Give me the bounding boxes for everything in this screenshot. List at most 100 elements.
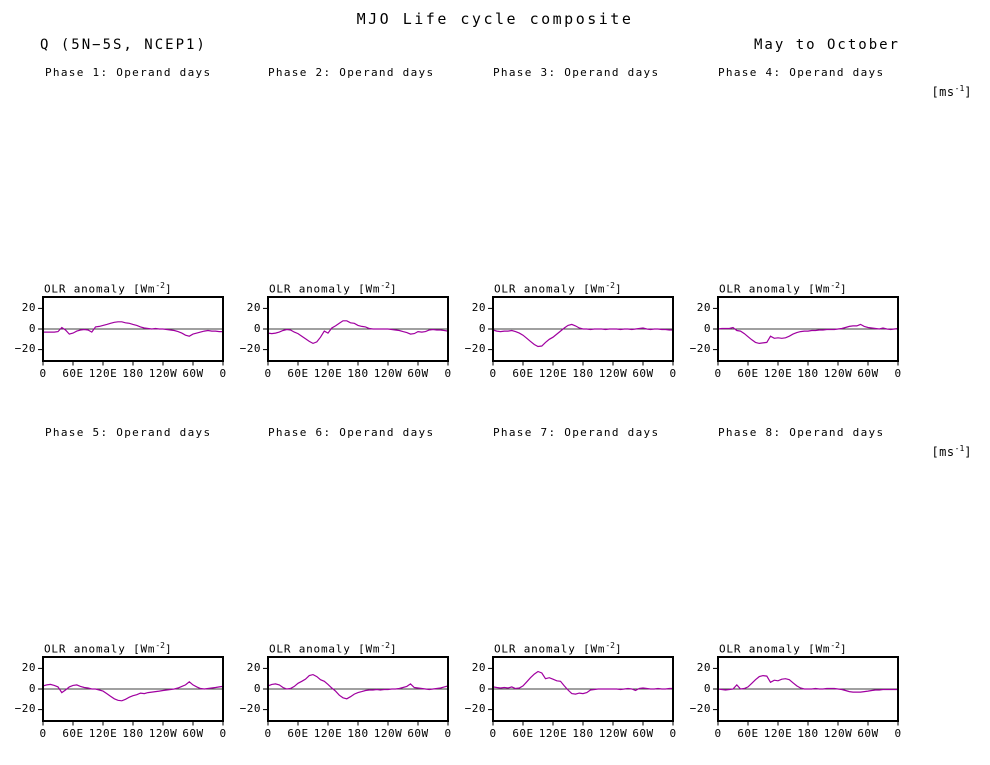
phase-5-panel: OLR anomaly [Wm-2] 20 0 −20 0 60E 120E 1…: [8, 641, 240, 743]
phase-5-label: Phase 5: Operand days: [45, 426, 212, 439]
olr-anomaly-line: [267, 673, 449, 700]
olr-anomaly-chart: [713, 656, 899, 726]
olr-anomaly-line: [717, 323, 899, 345]
x-tick-label-0: 0: [264, 727, 272, 740]
superscript-exponent: -1: [954, 444, 965, 453]
x-tick-label-360: 0: [444, 367, 452, 380]
olr-anomaly-chart: [488, 296, 674, 366]
olr-anomaly-chart: [263, 656, 449, 726]
plot-border: [717, 656, 899, 722]
phase-8-panel: OLR anomaly [Wm-2] 20 0 −20 0 60E 120E 1…: [683, 641, 915, 743]
panel-title: OLR anomaly [Wm-2]: [44, 641, 173, 656]
superscript-exponent: -2: [380, 281, 390, 290]
panel-title: OLR anomaly [Wm-2]: [269, 281, 398, 296]
superscript-exponent: -2: [830, 641, 840, 650]
x-tick-label-0: 0: [39, 367, 47, 380]
superscript-exponent: -2: [155, 281, 165, 290]
x-tick-label-120e: 120E: [313, 367, 343, 380]
y-tick-label-0: 0: [478, 322, 486, 335]
x-tick-label-0: 0: [489, 727, 497, 740]
phase-3-panel: OLR anomaly [Wm-2] 20 0 −20 0 60E 120E 1…: [458, 281, 690, 383]
y-tick-label-0: 0: [28, 322, 36, 335]
x-tick-label-60e: 60E: [62, 367, 84, 380]
panel-title: OLR anomaly [Wm-2]: [44, 281, 173, 296]
y-tick-label-0: 0: [28, 682, 36, 695]
phase-6-panel: OLR anomaly [Wm-2] 20 0 −20 0 60E 120E 1…: [233, 641, 465, 743]
y-tick-label-minus20: −20: [689, 342, 711, 355]
olr-anomaly-line: [492, 323, 673, 348]
superscript-exponent: -2: [605, 641, 615, 650]
plot-border: [42, 656, 224, 722]
phase-7-label: Phase 7: Operand days: [493, 426, 660, 439]
phase-4-panel: OLR anomaly [Wm-2] 20 0 −20 0 60E 120E 1…: [683, 281, 915, 383]
x-tick-label-360: 0: [894, 727, 902, 740]
y-tick-label-minus20: −20: [14, 342, 36, 355]
x-tick-label-120w: 120W: [148, 367, 178, 380]
x-tick-label-120w: 120W: [823, 727, 853, 740]
y-tick-label-0: 0: [703, 682, 711, 695]
x-tick-label-120e: 120E: [763, 367, 793, 380]
x-tick-label-60e: 60E: [62, 727, 84, 740]
x-tick-label-0: 0: [714, 727, 722, 740]
y-tick-label-0: 0: [253, 682, 261, 695]
plot-border: [267, 656, 449, 722]
x-tick-label-60e: 60E: [512, 727, 534, 740]
olr-anomaly-line: [717, 674, 898, 693]
x-tick-label-60w: 60W: [857, 727, 879, 740]
y-tick-label-0: 0: [703, 322, 711, 335]
x-tick-label-180: 180: [347, 727, 369, 740]
superscript-exponent: -1: [954, 84, 965, 93]
x-tick-label-60e: 60E: [737, 367, 759, 380]
panel-title: OLR anomaly [Wm-2]: [494, 641, 623, 656]
units-label-row1: [ms-1]: [931, 84, 972, 99]
y-tick-label-20: 20: [246, 661, 261, 674]
plot-border: [492, 656, 674, 722]
x-tick-label-180: 180: [797, 367, 819, 380]
x-tick-label-360: 0: [219, 367, 227, 380]
x-tick-label-180: 180: [572, 367, 594, 380]
superscript-exponent: -2: [380, 641, 390, 650]
variable-subtitle: Q (5N−5S, NCEP1): [40, 37, 207, 53]
x-tick-label-120w: 120W: [598, 367, 628, 380]
y-tick-label-20: 20: [21, 661, 36, 674]
phase-8-label: Phase 8: Operand days: [718, 426, 885, 439]
x-tick-label-180: 180: [122, 727, 144, 740]
x-tick-label-120w: 120W: [373, 367, 403, 380]
phase-6-label: Phase 6: Operand days: [268, 426, 435, 439]
x-tick-label-120w: 120W: [373, 727, 403, 740]
y-tick-label-minus20: −20: [464, 702, 486, 715]
units-label-row2: [ms-1]: [931, 444, 972, 459]
x-tick-label-60w: 60W: [182, 367, 204, 380]
panel-title: OLR anomaly [Wm-2]: [719, 641, 848, 656]
x-tick-label-0: 0: [264, 367, 272, 380]
olr-anomaly-line: [43, 321, 223, 337]
superscript-exponent: -2: [155, 641, 165, 650]
y-tick-label-minus20: −20: [464, 342, 486, 355]
panel-title: OLR anomaly [Wm-2]: [269, 641, 398, 656]
x-tick-label-120w: 120W: [823, 367, 853, 380]
x-tick-label-360: 0: [444, 727, 452, 740]
y-tick-label-minus20: −20: [14, 702, 36, 715]
y-tick-label-minus20: −20: [239, 702, 261, 715]
y-tick-label-minus20: −20: [239, 342, 261, 355]
phase-2-label: Phase 2: Operand days: [268, 66, 435, 79]
plot-border: [267, 296, 449, 362]
x-tick-label-0: 0: [714, 367, 722, 380]
x-tick-label-60w: 60W: [857, 367, 879, 380]
x-tick-label-180: 180: [572, 727, 594, 740]
x-tick-label-60e: 60E: [512, 367, 534, 380]
superscript-exponent: -2: [830, 281, 840, 290]
superscript-exponent: -2: [605, 281, 615, 290]
y-tick-label-20: 20: [471, 661, 486, 674]
y-tick-label-20: 20: [696, 661, 711, 674]
olr-anomaly-chart: [713, 296, 899, 366]
x-tick-label-120e: 120E: [538, 727, 568, 740]
x-tick-label-60w: 60W: [407, 367, 429, 380]
x-tick-label-360: 0: [219, 727, 227, 740]
x-tick-label-120e: 120E: [763, 727, 793, 740]
olr-anomaly-chart: [263, 296, 449, 366]
x-tick-label-60w: 60W: [632, 367, 654, 380]
x-tick-label-60w: 60W: [632, 727, 654, 740]
x-tick-label-60w: 60W: [407, 727, 429, 740]
